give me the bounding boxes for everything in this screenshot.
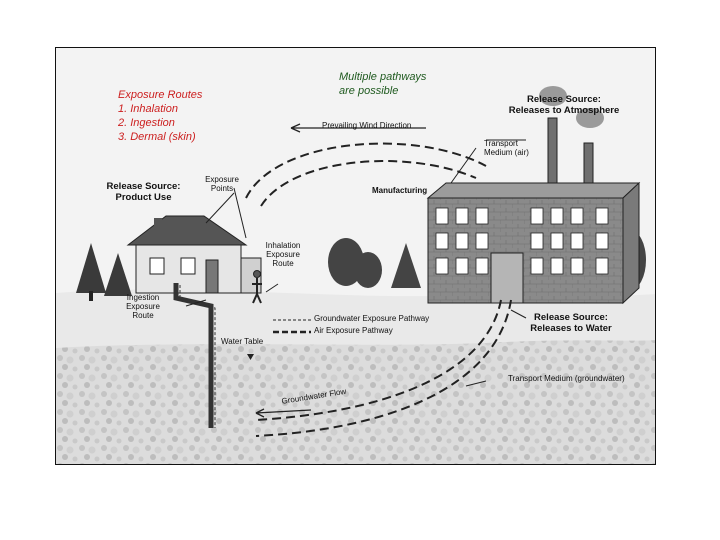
factory-window [570, 257, 584, 275]
aquifer [56, 340, 655, 464]
water-table-label: Water Table [221, 337, 264, 346]
factory-window [550, 207, 564, 225]
exposure-points-line-2: Points [210, 183, 234, 193]
factory-window [435, 257, 449, 275]
diagram-frame: Exposure Routes 1. Inhalation 2. Ingesti… [55, 47, 656, 465]
factory [426, 86, 641, 305]
wind-arc-2 [260, 160, 477, 207]
transport-air-line-2: Medium (air) [484, 147, 529, 157]
factory-window [455, 257, 469, 275]
legend-air-label: Air Exposure Pathway [314, 326, 393, 335]
inhalation-route-label: Inhalation Exposure Route [258, 241, 308, 269]
factory-window [595, 207, 609, 225]
note-line-2: are possible [339, 85, 399, 97]
factory-window [455, 232, 469, 250]
wind-arrow [290, 123, 426, 133]
exposure-routes-title: Exposure Routes [118, 89, 203, 101]
ingestion-line-1: Ingestion [126, 293, 160, 302]
factory-window [475, 232, 489, 250]
wind-direction-label: Prevailing Wind Direction [322, 121, 412, 130]
well-pipe [173, 283, 214, 428]
legend-lines [273, 319, 311, 334]
factory-window [475, 257, 489, 275]
factory-window [530, 207, 544, 225]
groundwater-flow-arrow [255, 408, 312, 418]
factory-window [570, 207, 584, 225]
water-table-marker [247, 354, 254, 360]
pathway-illustration [56, 86, 655, 464]
inhalation-line-3: Route [272, 258, 294, 268]
tree-cluster-left [76, 243, 132, 301]
factory-window [550, 257, 564, 275]
release-atmosphere-line-1: Release Source: [527, 94, 601, 105]
factory-window [435, 232, 449, 250]
factory-window [475, 207, 489, 225]
factory-window [530, 232, 544, 250]
release-water-label: Release Source: Releases to Water [511, 312, 631, 334]
exposure-points-line-1: Exposure [205, 175, 239, 184]
factory-window [570, 232, 584, 250]
manufacturing-label: Manufacturing [372, 186, 428, 195]
note-line-1: Multiple pathways [339, 71, 427, 83]
inhalation-line-2: Exposure [266, 249, 300, 259]
exposure-route-1: 1. Inhalation [118, 103, 178, 115]
release-product-line-2: Product Use [115, 191, 172, 203]
exposure-points-label: Exposure Points [197, 175, 247, 194]
transport-air-label: Transport Medium (air) [484, 139, 529, 158]
release-product-label: Release Source: Product Use [96, 181, 191, 203]
release-atmosphere-line-2: Releases to Atmosphere [508, 104, 620, 116]
leader-lines [185, 139, 527, 387]
ingestion-line-2: Exposure [126, 301, 160, 311]
person-figure [252, 270, 262, 304]
inhalation-line-1: Inhalation [265, 241, 301, 250]
exposure-route-2: 2. Ingestion [118, 117, 175, 129]
factory-window [595, 232, 609, 250]
house [126, 215, 262, 294]
release-atmosphere-label: Release Source: Releases to Atmosphere [499, 94, 629, 116]
factory-window [435, 207, 449, 225]
release-water-line-2: Releases to Water [530, 322, 612, 334]
factory-window [550, 232, 564, 250]
ingestion-route-label: Ingestion Exposure Route [118, 293, 168, 321]
factory-window [595, 257, 609, 275]
groundwater-pathway-2 [255, 299, 512, 437]
ingestion-line-3: Route [132, 310, 154, 320]
transport-groundwater-label: Transport Medium (groundwater) [508, 374, 625, 383]
legend-groundwater-label: Groundwater Exposure Pathway [314, 314, 430, 323]
factory-window [455, 207, 469, 225]
exposure-route-3: 3. Dermal (skin) [118, 131, 196, 143]
wind-arc-1 [245, 142, 487, 199]
release-product-line-1: Release Source: [106, 181, 181, 192]
factory-window [530, 257, 544, 275]
transport-air-line-1: Transport [484, 139, 518, 148]
groundwater-pathway-1 [255, 299, 502, 421]
release-water-line-1: Release Source: [534, 312, 608, 323]
